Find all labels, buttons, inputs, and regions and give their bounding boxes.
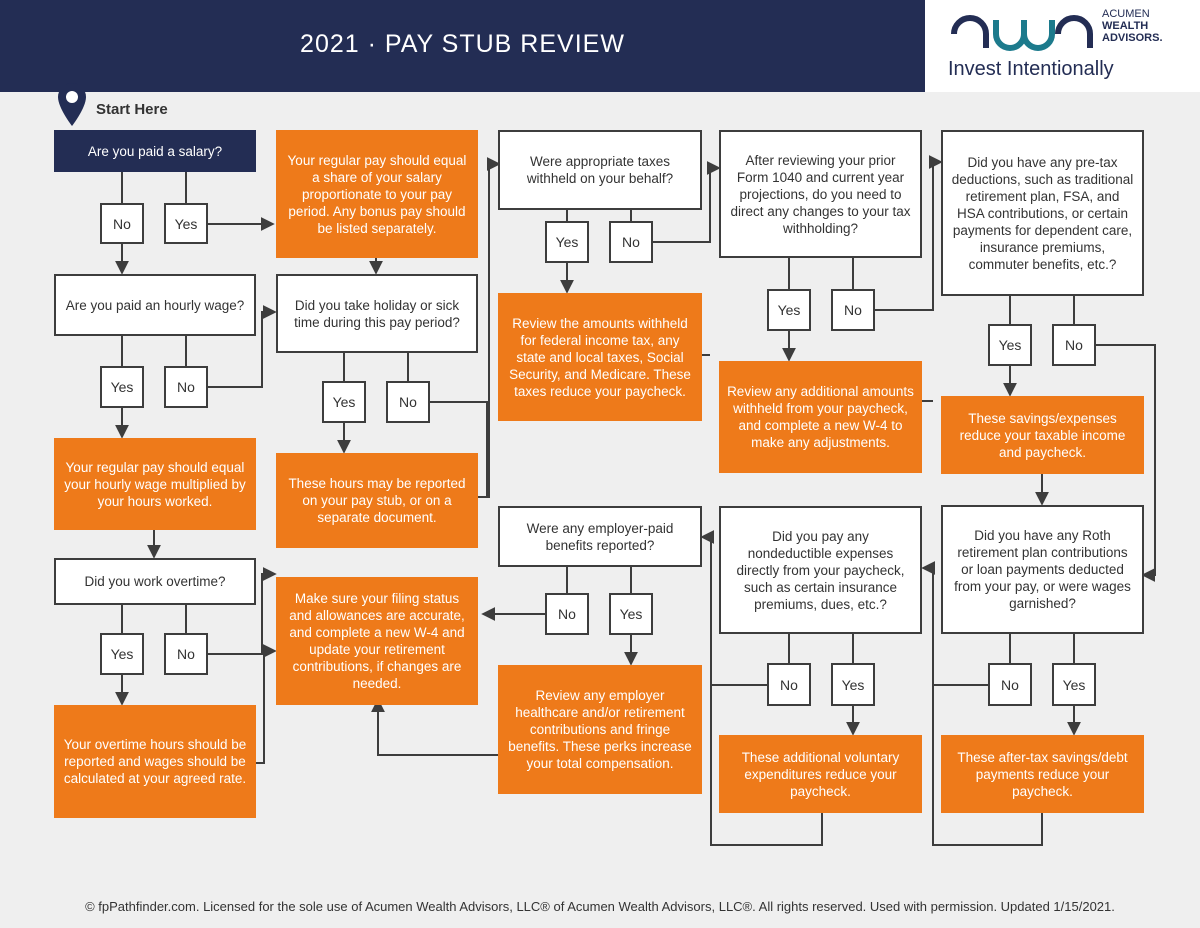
outcome-filing-status: Make sure your filing status and allowan… bbox=[276, 577, 478, 705]
question-employer-benefits: Were any employer-paid benefits reported… bbox=[498, 506, 702, 567]
answer-no: No bbox=[164, 366, 208, 408]
answer-yes: Yes bbox=[322, 381, 366, 423]
answer-no: No bbox=[386, 381, 430, 423]
answer-no: No bbox=[100, 203, 144, 244]
outcome-salary-share: Your regular pay should equal a share of… bbox=[276, 130, 478, 258]
question-pretax-deductions: Did you have any pre-tax deductions, suc… bbox=[941, 130, 1144, 296]
outcome-employer-benefits: Review any employer healthcare and/or re… bbox=[498, 665, 702, 794]
footer-copyright: © fpPathfinder.com. Licensed for the sol… bbox=[85, 899, 1115, 914]
question-tax-withholding-changes: After reviewing your prior Form 1040 and… bbox=[719, 130, 922, 258]
answer-no: No bbox=[1052, 324, 1096, 366]
answer-no: No bbox=[767, 663, 811, 706]
answer-yes: Yes bbox=[988, 324, 1032, 366]
answer-no: No bbox=[988, 663, 1032, 706]
outcome-overtime: Your overtime hours should be reported a… bbox=[54, 705, 256, 818]
answer-no: No bbox=[164, 633, 208, 675]
answer-yes: Yes bbox=[831, 663, 875, 706]
outcome-review-amounts: Review the amounts withheld for federal … bbox=[498, 293, 702, 421]
question-paid-salary: Are you paid a salary? bbox=[54, 130, 256, 172]
location-pin-icon bbox=[58, 83, 86, 126]
answer-yes: Yes bbox=[609, 593, 653, 635]
question-nondeductible-expenses: Did you pay any nondeductible expenses d… bbox=[719, 506, 922, 634]
page-title: 2021 · PAY STUB REVIEW bbox=[300, 30, 625, 58]
outcome-additional-withholding: Review any additional amounts withheld f… bbox=[719, 361, 922, 473]
answer-no: No bbox=[609, 221, 653, 263]
outcome-taxable-income: These savings/expenses reduce your taxab… bbox=[941, 396, 1144, 474]
outcome-holiday-hours: These hours may be reported on your pay … bbox=[276, 453, 478, 548]
answer-yes: Yes bbox=[100, 633, 144, 675]
title-banner: 2021 · PAY STUB REVIEW bbox=[0, 0, 925, 92]
outcome-after-tax: These after-tax savings/debt payments re… bbox=[941, 735, 1144, 813]
header: 2021 · PAY STUB REVIEW ACUMEN WEALTH ADV… bbox=[0, 0, 1200, 92]
answer-no: No bbox=[545, 593, 589, 635]
acumen-logo-icon bbox=[951, 15, 1093, 51]
start-here-label: Start Here bbox=[96, 101, 168, 118]
logo-wordmark: ACUMEN WEALTH ADVISORS. bbox=[1102, 8, 1163, 44]
tagline: Invest Intentionally bbox=[948, 58, 1114, 80]
answer-yes: Yes bbox=[164, 203, 208, 244]
answer-yes: Yes bbox=[1052, 663, 1096, 706]
question-hourly-wage: Are you paid an hourly wage? bbox=[54, 274, 256, 336]
question-roth-contributions: Did you have any Roth retirement plan co… bbox=[941, 505, 1144, 634]
question-holiday-sick: Did you take holiday or sick time during… bbox=[276, 274, 478, 353]
answer-yes: Yes bbox=[100, 366, 144, 408]
outcome-hourly-pay: Your regular pay should equal your hourl… bbox=[54, 438, 256, 530]
answer-yes: Yes bbox=[767, 289, 811, 331]
outcome-voluntary-expenditures: These additional voluntary expenditures … bbox=[719, 735, 922, 813]
question-taxes-withheld: Were appropriate taxes withheld on your … bbox=[498, 130, 702, 210]
question-overtime: Did you work overtime? bbox=[54, 558, 256, 605]
answer-yes: Yes bbox=[545, 221, 589, 263]
answer-no: No bbox=[831, 289, 875, 331]
